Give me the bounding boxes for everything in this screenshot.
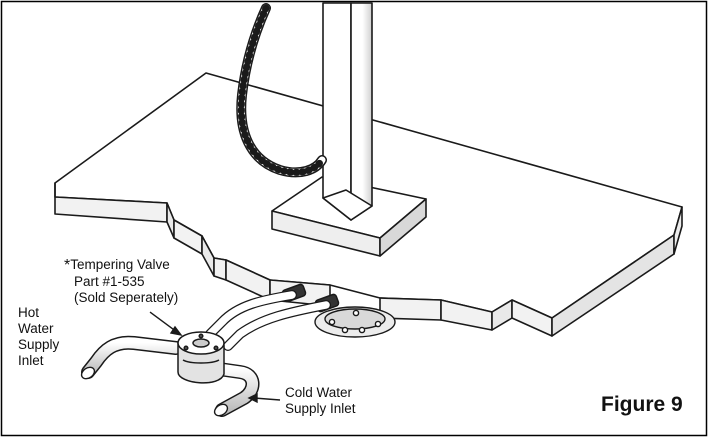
hot-water-label-line: Inlet	[18, 353, 44, 368]
cold-water-label-line: Supply Inlet	[285, 401, 356, 416]
tempering-valve-title: Tempering Valve	[70, 257, 170, 272]
cold-water-label-line: Cold Water	[285, 385, 353, 400]
hot-water-label: Hot Water Supply Inlet	[18, 305, 59, 369]
faucet-post	[322, 2, 373, 221]
supply-lines	[205, 283, 340, 351]
cold-water-pipe	[205, 361, 260, 417]
hot-water-label-line: Hot	[18, 305, 40, 320]
hot-water-label-line: Water	[18, 321, 54, 336]
cold-water-label: Cold Water Supply Inlet	[285, 385, 356, 417]
tempering-valve-label: *Tempering Valve Part #1-535 (Sold Seper…	[64, 257, 178, 306]
tempering-valve-part-number: Part #1-535	[74, 274, 145, 289]
flexible-hose	[236, 3, 327, 178]
hot-water-pipe	[80, 335, 183, 380]
mounting-ring	[314, 306, 396, 338]
tempering-valve	[177, 331, 225, 384]
callout-leaders	[149, 311, 281, 404]
asterisk-mark: *	[64, 257, 71, 274]
tempering-valve-note: (Sold Seperately)	[74, 290, 179, 305]
hot-water-label-line: Supply	[18, 337, 60, 352]
figure-number: Figure 9	[601, 393, 683, 416]
